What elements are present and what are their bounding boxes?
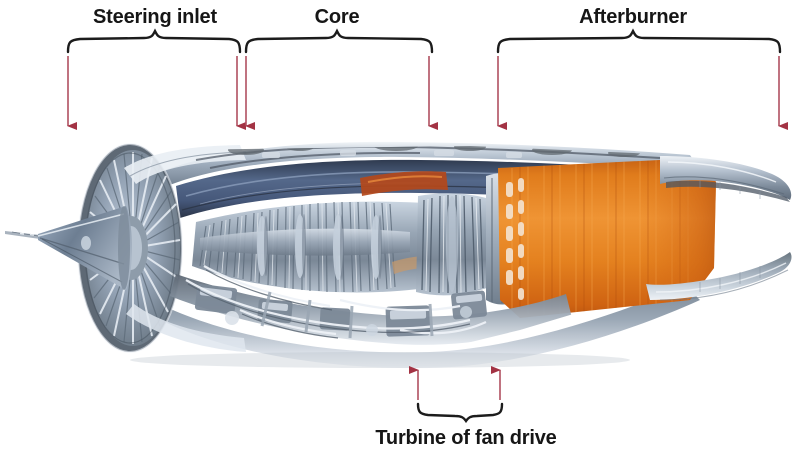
engine-nose-probe (5, 231, 40, 239)
engine-top-plumbing (195, 146, 661, 169)
label-afterburner: Afterburner (579, 6, 687, 28)
engine-turbine-stage (416, 193, 492, 296)
engine-exhaust-nozzle (646, 156, 792, 301)
afterburner-brace (496, 28, 782, 54)
engine-accessory-section (170, 265, 572, 345)
turbine-of-fan-drive-brace (416, 402, 504, 424)
steering-inlet-brace (66, 28, 242, 54)
core-brace (244, 28, 434, 54)
engine-spinner-cone (37, 206, 132, 290)
label-core: Core (314, 6, 360, 28)
label-steering-inlet: Steering inlet (93, 6, 217, 28)
label-turbine-of-fan-drive: Turbine of fan drive (375, 427, 557, 449)
